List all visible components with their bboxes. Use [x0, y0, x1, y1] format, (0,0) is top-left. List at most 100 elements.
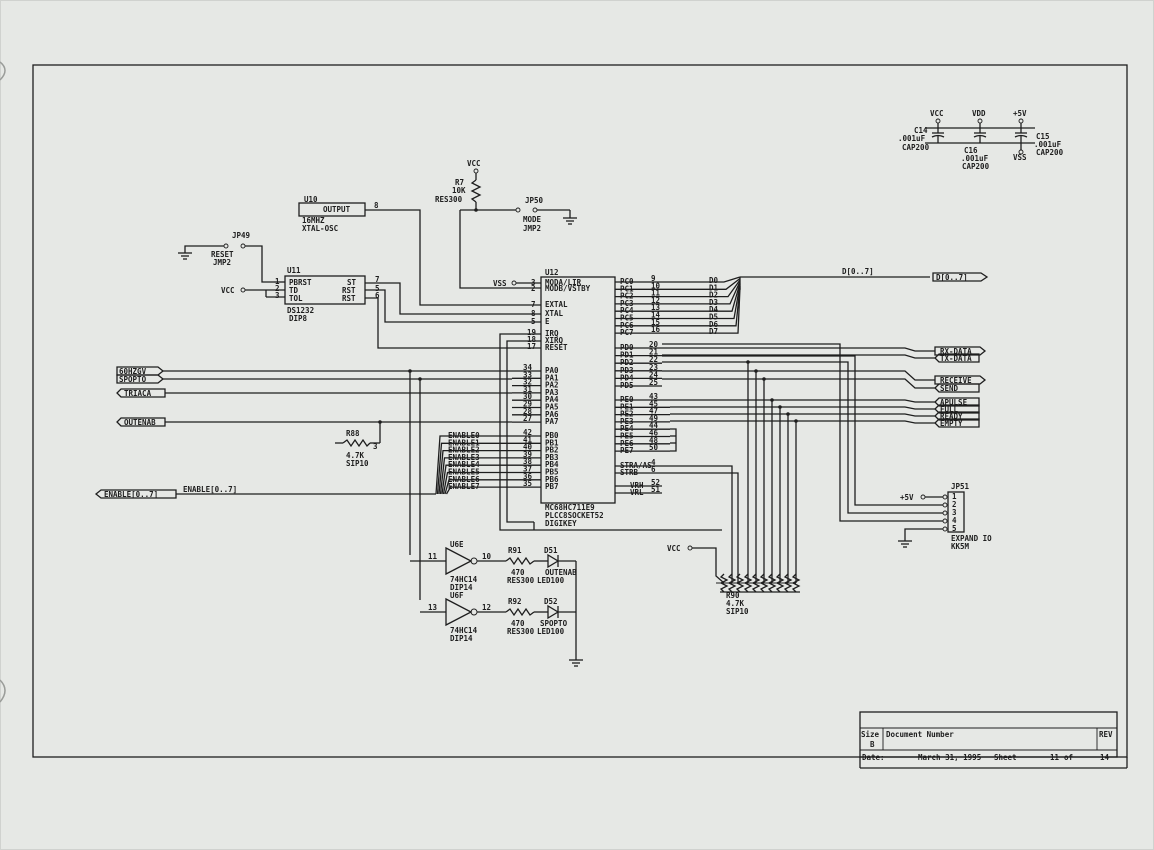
u6e-ref: U6E [450, 540, 464, 549]
u12-pc-no: 16 [651, 325, 661, 334]
u12-pin-pd3: PD3 [620, 366, 634, 375]
u12-vss-label: VSS [493, 279, 507, 288]
d51-package: LED100 [537, 576, 565, 585]
u12-pin-no: 18 [527, 335, 537, 344]
u12-pin-pc4: PC4 [620, 306, 634, 315]
data-line-d3: D3 [709, 298, 719, 307]
jp51-5v-label: +5V [900, 493, 914, 502]
u12-pin-pe7: PE7 [620, 446, 634, 455]
u12-pb-no: 39 [523, 450, 533, 459]
u12-pin-2: EXTAL [545, 300, 568, 309]
cap-5v-label: +5V [1013, 109, 1027, 118]
svg-text:3: 3 [373, 442, 378, 451]
u12-ref: U12 [545, 268, 559, 277]
r90-package: SIP10 [726, 607, 749, 616]
u6e-part: 74HC14 [450, 575, 478, 584]
svg-text:3: 3 [275, 291, 280, 300]
u12-pin-pe5: PE5 [620, 432, 634, 441]
u12-pc-no: 11 [651, 289, 661, 298]
u12-pin-pd5: PD5 [620, 381, 634, 390]
binder-hole [0, 679, 6, 703]
u12-pin-misc3: VRL [630, 488, 644, 497]
u12-pin-pb0: PB0 [545, 431, 559, 440]
u12-pd-no: 24 [649, 370, 659, 379]
u12-pd-no: 22 [649, 355, 658, 364]
u12-pb-no: 35 [523, 479, 532, 488]
u12-pe-no: 48 [649, 436, 659, 445]
svg-text:10: 10 [482, 552, 492, 561]
cap-c14-package: CAP200 [902, 143, 930, 152]
jp51-expand-io: JP51 1 2 3 4 5 +5V EXPAND IO KK5M [662, 343, 992, 551]
u12-pc-no: 12 [651, 296, 660, 305]
u12-pa-no: 29 [523, 400, 533, 409]
u12-pa-no: 33 [523, 370, 533, 379]
u12-pin-0: MODA/LIR [545, 278, 582, 287]
u12-pa-no: 34 [523, 363, 533, 372]
enable-bus: ENABLE[0..7] ENABLE0ENABLE1ENABLE2ENABLE… [176, 431, 490, 495]
sheet-border [32, 64, 1128, 758]
u12-pb-no: 42 [523, 428, 532, 437]
jp49-label: RESET [211, 250, 234, 259]
u12-pin-no: 3 [531, 278, 536, 287]
u12-pa-no: 30 [523, 392, 533, 401]
u12-pin-pe3: PE3 [620, 417, 634, 426]
u12-pin-misc1: STRB [620, 468, 639, 477]
enable-bus-label: ENABLE[0..7] [183, 485, 237, 494]
u12-pa-no: 31 [523, 385, 533, 394]
binder-hole [0, 61, 6, 81]
u10-oscillator: U10 OUTPUT 8 16MHZ XTAL-OSC [298, 195, 512, 306]
enable-line-7: ENABLE7 [448, 482, 480, 491]
svg-text:4: 4 [952, 516, 957, 525]
port-send: SEND [940, 384, 959, 393]
title-size-label: Size [861, 730, 880, 739]
u12-pin-pe1: PE1 [620, 402, 634, 411]
u12-pin-pb4: PB4 [545, 460, 559, 469]
title-docnum-label: Document Number [886, 730, 954, 739]
title-date-label: Date: [862, 753, 885, 762]
cap-vdd-label: VDD [972, 109, 986, 118]
port-data-bus: D[0..7] [936, 273, 968, 282]
r88-ref: R88 [346, 429, 360, 438]
u12-pb-no: 41 [523, 435, 533, 444]
u12-pin-1: MODB/VSTBY [545, 284, 591, 293]
right-ports: RX-DATATX-DATARECEIVESENDAPULSEFULLREADY… [662, 346, 987, 583]
left-ports: 60HZGV SPOPTO TRIACA OUTENAB ENABLE[0..7… [94, 366, 177, 499]
jp50-package: JMP2 [523, 224, 541, 233]
port-full: FULL [940, 405, 959, 414]
u12-pin-reset: RESET [545, 343, 568, 352]
u12-pe-no: 46 [649, 429, 659, 438]
u12-pin-pb2: PB2 [545, 446, 559, 455]
u11-package: DIP8 [289, 314, 308, 323]
u12-pin-pe4: PE4 [620, 424, 634, 433]
d51-ref: D51 [544, 546, 558, 555]
r92-ref: R92 [508, 597, 522, 606]
r91-value: 470 [511, 568, 525, 577]
svg-text:5: 5 [952, 524, 957, 533]
u12-pin-pb7: PB7 [545, 482, 559, 491]
data-line-d7: D7 [709, 327, 718, 336]
jp49-package: JMP2 [213, 258, 231, 267]
u11-pin-td: TD [289, 286, 299, 295]
port-60hzgv: 60HZGV [119, 367, 147, 376]
u12-pb-no: 38 [523, 457, 533, 466]
enable-line-0: ENABLE0 [448, 431, 480, 440]
jp51-package: KK5M [951, 542, 970, 551]
svg-text:11: 11 [428, 552, 438, 561]
u12-pin-pe2: PE2 [620, 410, 634, 419]
u12-pe-no: 43 [649, 392, 659, 401]
u11-pin-rst-n: RST [342, 294, 356, 303]
svg-text:12: 12 [482, 603, 491, 612]
u11-pin-st: ST [347, 278, 357, 287]
u12-pin-pd4: PD4 [620, 373, 634, 382]
u12-pin-pc3: PC3 [620, 299, 634, 308]
u12-pd-no: 25 [649, 378, 658, 387]
svg-text:3: 3 [952, 508, 957, 517]
u12-pin-pc7: PC7 [620, 328, 634, 337]
jp51-label: EXPAND IO [951, 534, 992, 543]
enable-line-4: ENABLE4 [448, 460, 480, 469]
svg-text:5: 5 [375, 284, 380, 293]
jp49-reset-jumper: JP49 RESET JMP2 [178, 231, 274, 283]
